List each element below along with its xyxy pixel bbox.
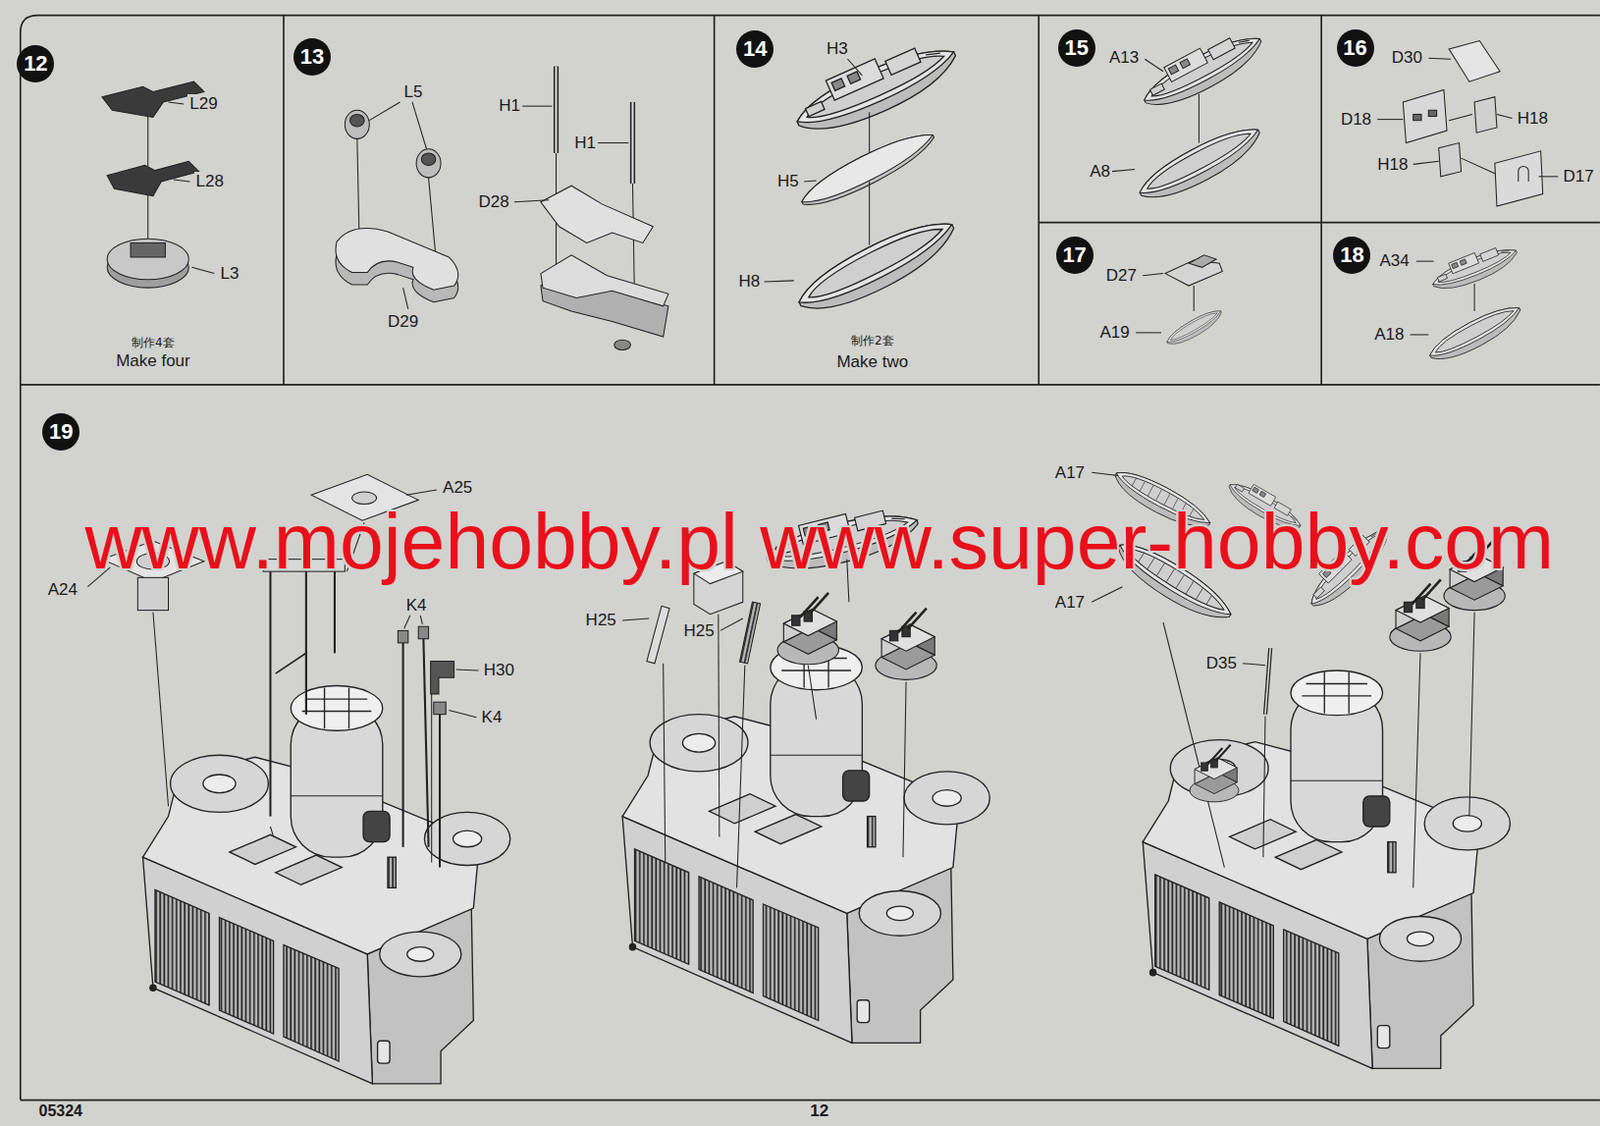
part-number: D27 [1104, 266, 1139, 286]
part-number: H1 [572, 133, 598, 154]
step-number-text: 19 [49, 421, 73, 443]
step-number: 15 [1058, 29, 1096, 67]
step-number-text: 13 [300, 46, 324, 68]
step-number-text: 15 [1064, 37, 1088, 59]
step-number-text: 17 [1062, 244, 1086, 267]
step-number: 17 [1056, 236, 1094, 274]
step-number-text: 18 [1339, 244, 1364, 267]
part-number: H25 [681, 621, 716, 641]
part-number: K4 [404, 595, 429, 616]
part-number: H3 [824, 39, 851, 59]
part-number: L5 [402, 82, 426, 103]
quantity-note: Make four [113, 351, 193, 372]
part-number: A19 [1098, 322, 1132, 343]
page-number: 12 [809, 1101, 829, 1121]
part-number: D30 [1389, 48, 1425, 68]
quantity-note: 制作4套 [129, 336, 177, 351]
part-number: D28 [476, 192, 511, 213]
part-number: H1 [496, 96, 523, 116]
part-number: H30 [481, 660, 517, 681]
quantity-note: Make two [834, 352, 910, 373]
step-number: 12 [16, 45, 54, 83]
part-number: A17 [1053, 592, 1087, 613]
step-number: 13 [293, 38, 331, 76]
part-number: D35 [1204, 653, 1239, 674]
part-number: H18 [1375, 155, 1410, 175]
quantity-note: 制作2套 [849, 334, 897, 349]
part-number: A25 [440, 478, 475, 498]
part-number: H8 [737, 271, 763, 292]
part-number: H5 [775, 171, 801, 192]
step-number-text: 14 [743, 38, 767, 60]
part-number: L28 [194, 171, 226, 192]
part-number: D17 [1560, 166, 1596, 187]
watermark: www.mojehobby.pl www.super-hobby.com [84, 495, 1554, 587]
step-number-text: 16 [1342, 37, 1367, 59]
part-number: L3 [217, 264, 241, 284]
part-number: A24 [46, 580, 80, 600]
step-number: 19 [42, 413, 80, 451]
part-number: A18 [1372, 324, 1406, 345]
part-number: H18 [1515, 108, 1550, 129]
part-number: D29 [385, 312, 421, 332]
part-number: A34 [1377, 251, 1411, 271]
part-number: L29 [187, 94, 219, 114]
step-number: 14 [736, 30, 774, 68]
catalog-number: 05324 [39, 1102, 84, 1120]
part-number: A8 [1087, 161, 1113, 182]
part-number: K4 [480, 707, 505, 728]
part-number: H25 [584, 610, 619, 631]
step-number: 18 [1333, 236, 1371, 274]
part-number: D18 [1338, 109, 1374, 130]
part-number: A17 [1053, 463, 1087, 483]
step-number: 16 [1336, 29, 1375, 67]
part-number: A13 [1107, 48, 1141, 68]
step-number-text: 12 [23, 53, 48, 75]
